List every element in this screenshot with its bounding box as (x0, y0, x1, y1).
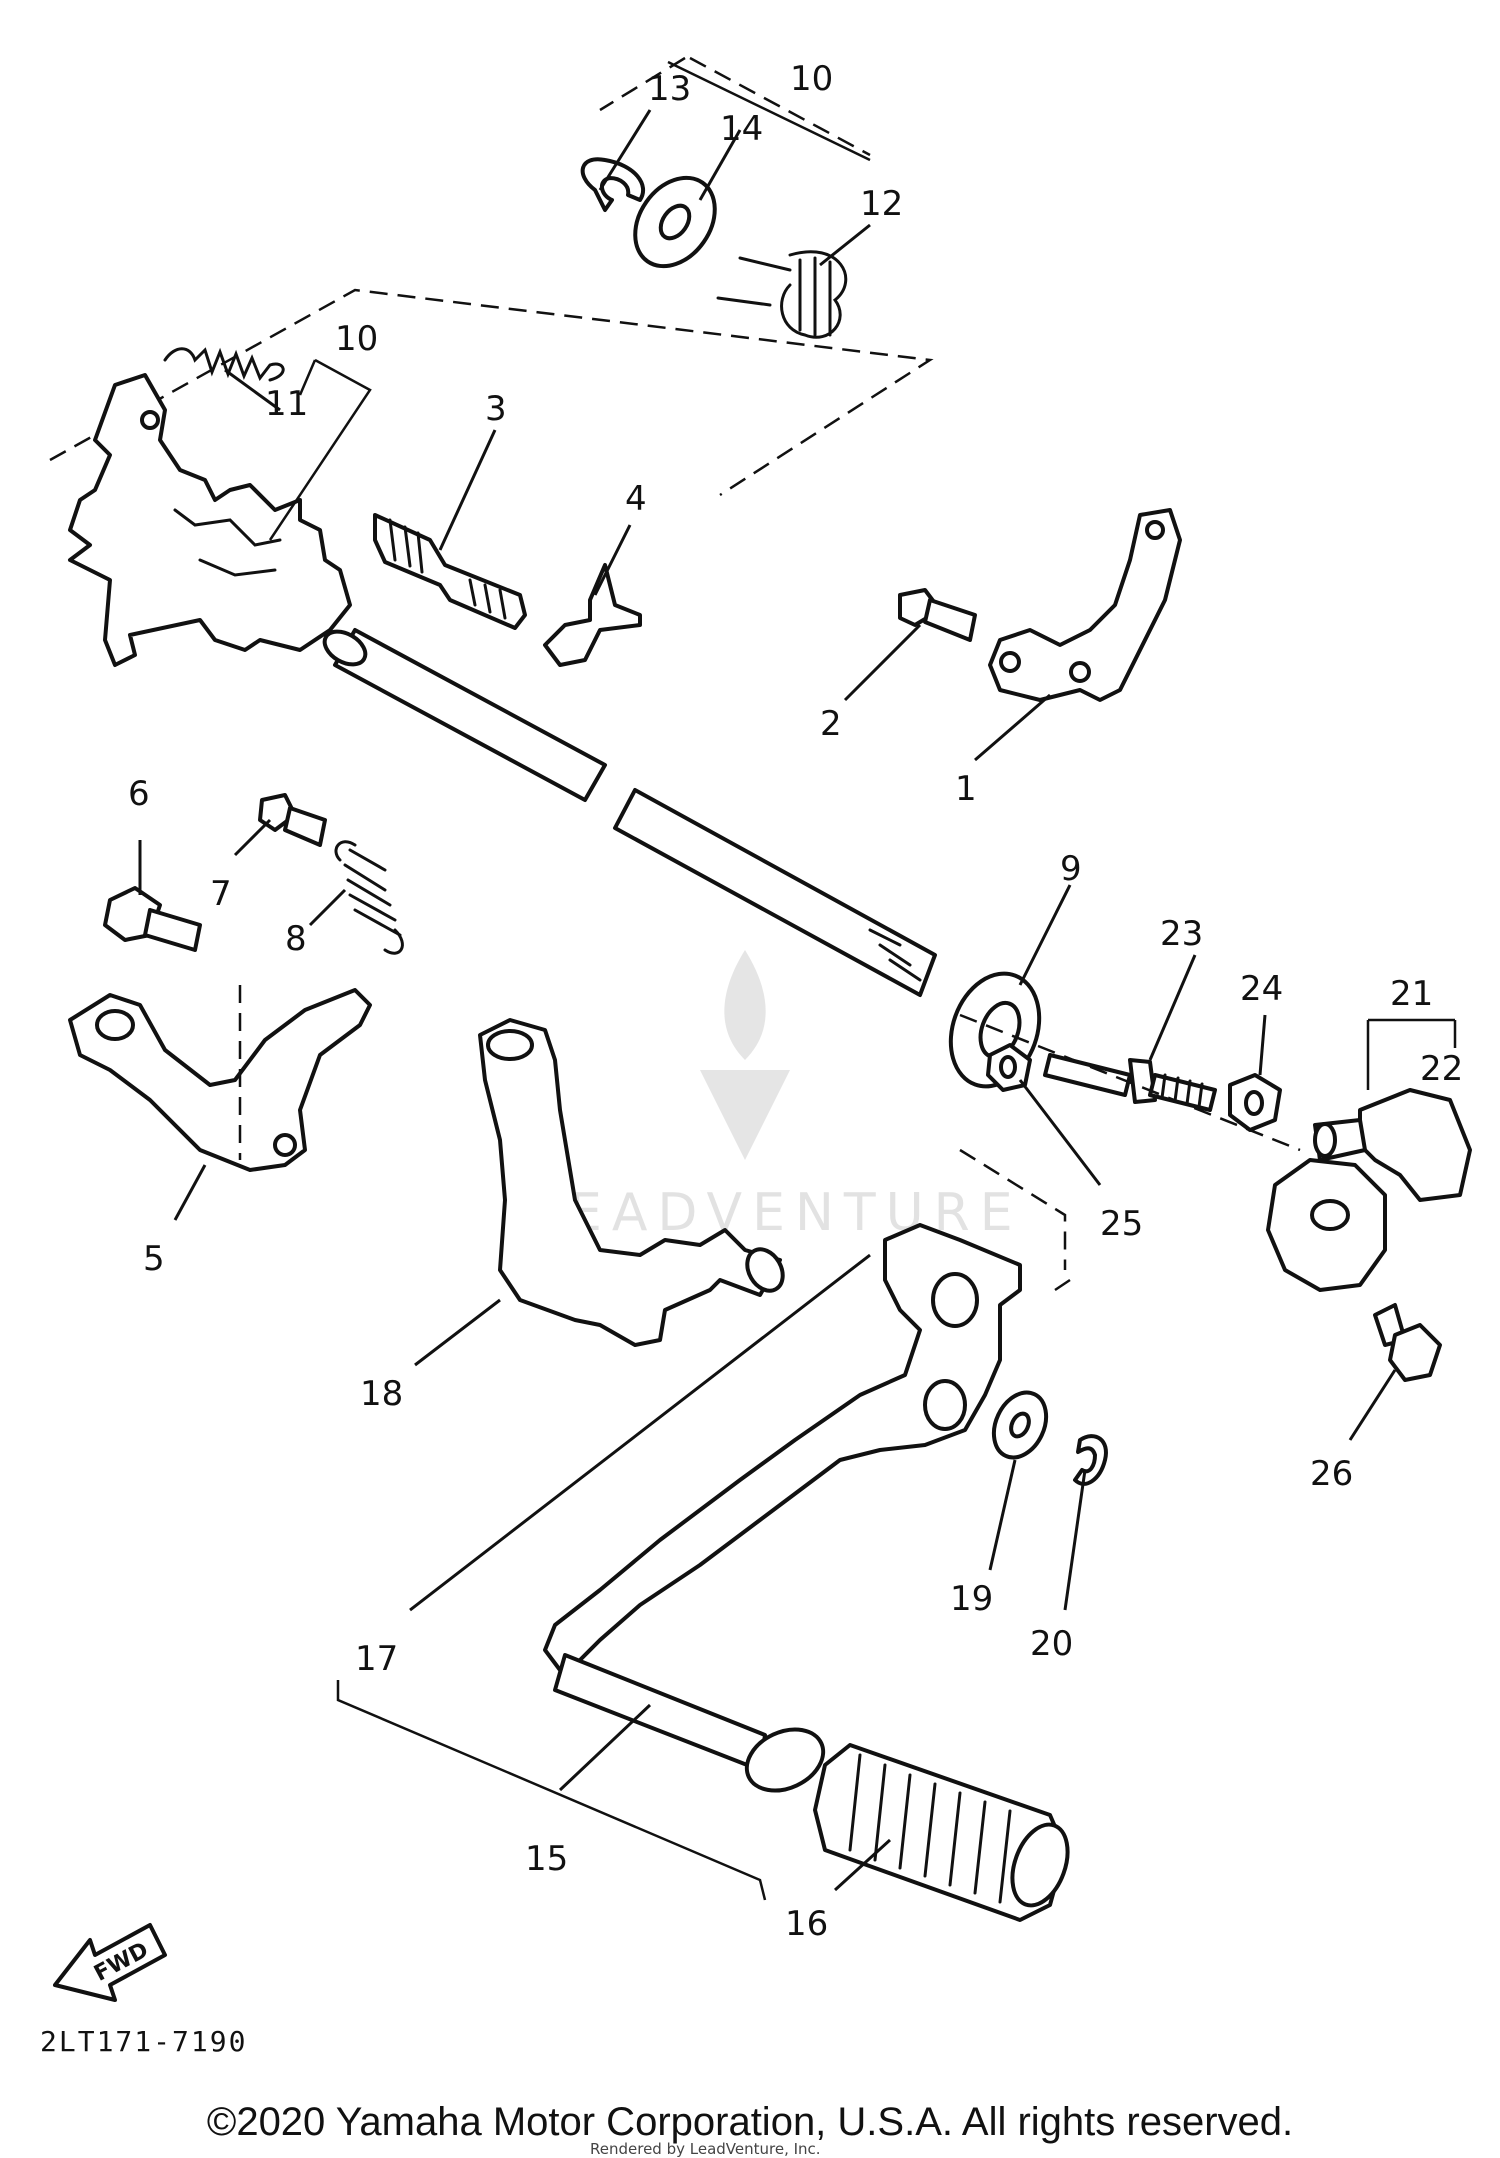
leader-lines (138, 109, 1397, 1892)
part-16-pedal-rubber (813, 1743, 1070, 1922)
part-21-rod-end (1313, 1088, 1472, 1202)
callout-25: 25 (1100, 1204, 1143, 1244)
part-8-spring (334, 840, 404, 955)
part-22-rod-end (1266, 1158, 1387, 1292)
part-24-nut (1228, 1073, 1282, 1132)
drawing-code: 2LT171-7190 (40, 2025, 248, 2058)
callout-26: 26 (1310, 1454, 1353, 1494)
callout-10-lower: 10 (335, 319, 378, 359)
callout-4: 4 (625, 479, 647, 519)
part-6-flange-bolt (103, 886, 202, 952)
part-20-clip (1073, 1434, 1108, 1486)
callout-15: 15 (525, 1839, 568, 1879)
leadventure-watermark-logo: LEADVENTURE (530, 950, 1013, 1243)
part-shift-shaft-tube (322, 628, 937, 997)
part-3-stud-bolt (373, 513, 527, 630)
callout-10-upper: 10 (790, 59, 833, 99)
part-shift-shaft-arm (68, 373, 352, 667)
callout-19: 19 (950, 1579, 993, 1619)
callout-11: 11 (265, 384, 308, 424)
assembly-outline-10-bracket (599, 56, 871, 157)
part-11-return-spring (163, 347, 285, 382)
part-2-bolt (898, 588, 977, 642)
callout-21: 21 (1390, 974, 1433, 1014)
part-15-pedal-shaft (553, 1653, 826, 1793)
bracket-21 (1366, 1018, 1457, 1090)
part-18-shift-arm-lever (478, 1018, 785, 1347)
callout-7: 7 (210, 874, 232, 914)
part-19-washer (991, 1390, 1049, 1460)
callout-18: 18 (360, 1374, 403, 1414)
part-4-stopper-lever (543, 563, 642, 667)
callout-5: 5 (143, 1239, 165, 1279)
callout-20: 20 (1030, 1624, 1073, 1664)
callout-3: 3 (485, 389, 507, 429)
callout-1: 1 (955, 769, 977, 809)
callout-16: 16 (785, 1904, 828, 1944)
callout-23: 23 (1160, 914, 1203, 954)
part-17-shift-pedal (543, 1223, 1022, 1672)
callout-24: 24 (1240, 969, 1283, 1009)
bracket-10-upper (667, 60, 871, 162)
callout-6: 6 (128, 774, 150, 814)
callout-13: 13 (648, 69, 691, 109)
callout-2: 2 (820, 704, 842, 744)
linkage-dash-outline (959, 1148, 1071, 1292)
rod-dash-line (959, 1013, 1301, 1152)
callout-22: 22 (1420, 1049, 1463, 1089)
callout-14: 14 (720, 109, 763, 149)
part-1-stopper-plate (988, 508, 1182, 702)
callout-8: 8 (285, 919, 307, 959)
rendered-by-notice: Rendered by LeadVenture, Inc. (590, 2140, 821, 2158)
bracket-15-17 (336, 1680, 767, 1901)
forward-arrow-icon: FWD (53, 1923, 167, 2002)
part-26-bolt (1373, 1303, 1442, 1382)
part-14-washer (633, 175, 717, 269)
bracket-10-lower (268, 358, 372, 541)
part-23-shift-rod (1043, 1053, 1217, 1112)
part-12-torsion-spring (716, 250, 848, 339)
copyright-notice: ©2020 Yamaha Motor Corporation, U.S.A. A… (206, 2100, 1294, 2144)
callout-17: 17 (355, 1639, 398, 1679)
assembly-outline-3 (49, 288, 934, 497)
callout-9: 9 (1060, 849, 1082, 889)
part-5-shift-arm (68, 985, 372, 1172)
callout-12: 12 (860, 184, 903, 224)
